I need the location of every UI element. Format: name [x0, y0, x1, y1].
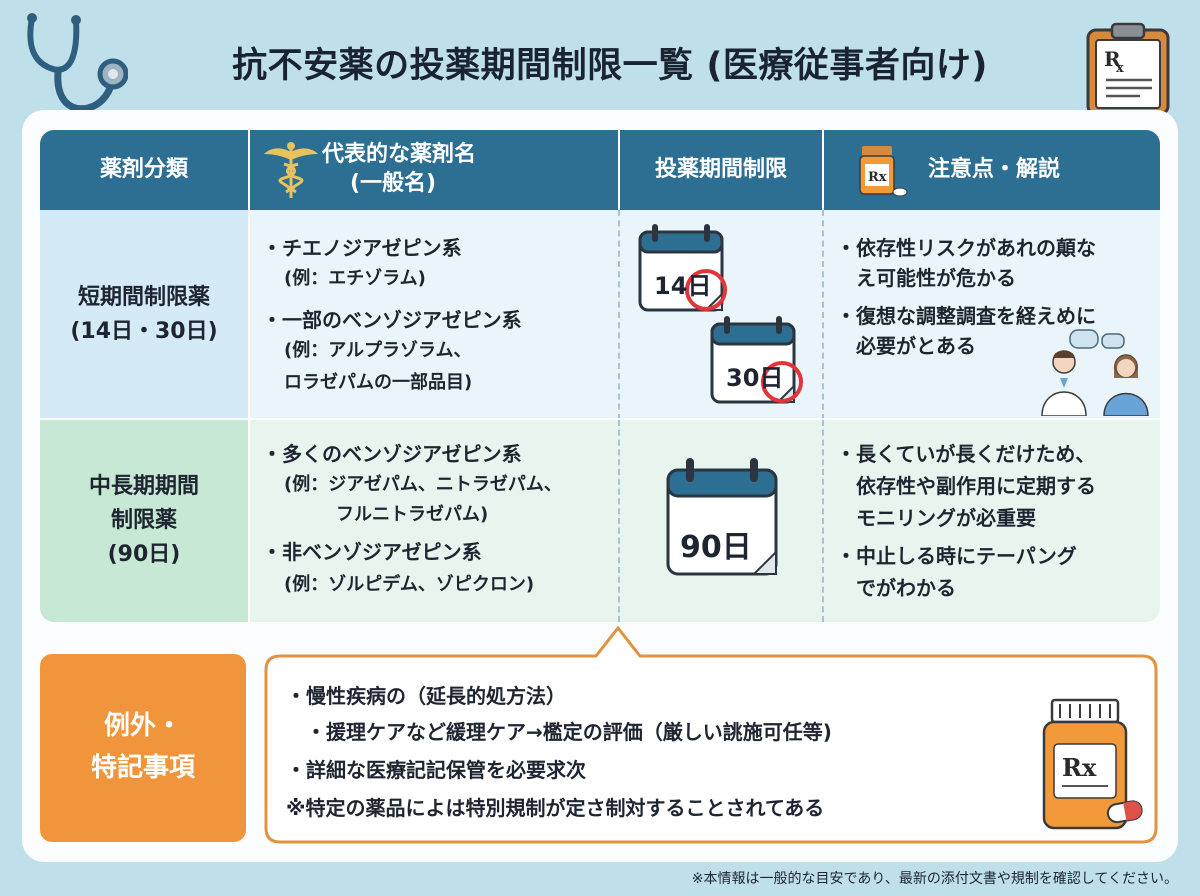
category-cell: 短期間制限薬 (14日・30日) — [40, 210, 248, 420]
category-line: (14日・30日) — [70, 319, 218, 344]
header-divider — [822, 130, 824, 210]
column-divider — [618, 420, 620, 622]
column-divider — [618, 210, 620, 420]
caduceus-icon — [264, 142, 318, 198]
doctor-patient-icon — [1041, 329, 1149, 416]
note-text: モニリングが必重要 — [856, 506, 1036, 530]
note-text: 必要がとある — [856, 334, 976, 358]
header-category: 薬剤分類 — [99, 156, 188, 182]
exception-item: ・詳細な医療記記保管を必要求次 — [286, 758, 586, 782]
rx-label: Rx — [1062, 753, 1097, 782]
table-row-long-term: 中長期期間 制限薬 (90日) ・多くのベンゾジアゼピン系 (例：ジアゼパム、ニ… — [40, 420, 1160, 622]
header-divider — [618, 130, 620, 210]
calendar-30-icon — [710, 316, 803, 404]
category-cell: 中長期期間 制限薬 (90日) — [40, 420, 248, 622]
column-divider — [822, 210, 824, 420]
drug-example: ロラゼパムの一部品目) — [284, 372, 473, 393]
drug-example: (例：ゾルピデム、ゾピクロン) — [284, 574, 535, 595]
stethoscope-icon — [27, 13, 128, 113]
header-drug-name-line1: 代表的な薬剤名 — [322, 142, 477, 168]
exceptions-callout — [264, 625, 1158, 844]
note-text: え可能性が危かる — [856, 266, 1016, 290]
column-divider — [248, 420, 250, 622]
drug-example: フルニトラゼパム) — [336, 504, 489, 525]
drug-class: ・チエノジアゼピン系 — [262, 236, 462, 260]
row-divider — [40, 418, 1160, 421]
category-label: 中長期期間 制限薬 (90日) — [40, 420, 248, 622]
note-text: 依存性や副作用に定期する — [856, 474, 1096, 498]
drug-example: (例：ジアゼパム、ニトラゼパム、 — [284, 474, 562, 495]
exception-item: ・援理ケアなど緩理ケア→檻定の評価（厳しい誂施可任等) — [306, 720, 832, 744]
svg-text:Rx: Rx — [868, 170, 887, 185]
drug-class: ・多くのベンゾジアゼピン系 — [262, 442, 522, 466]
category-line: 短期間制限薬 — [77, 284, 210, 310]
column-divider — [248, 210, 250, 420]
footnote: ※本情報は一般的な目安であり、最新の添付文書や規制を確認してください。 — [691, 871, 1178, 887]
header-drug-name-line2: (一般名) — [350, 171, 437, 196]
note-text: ・長くていが長くだけため、 — [836, 442, 1096, 466]
category-line: 制限薬 — [110, 507, 177, 533]
header-drug-name: 代表的な薬剤名 (一般名) — [320, 130, 622, 210]
header-limit: 投薬期間制限 — [654, 156, 787, 182]
category-label: 短期間制限薬 (14日・30日) — [40, 210, 248, 420]
note-text: でがわかる — [856, 576, 956, 600]
exceptions-label-box: 例外・ 特記事項 — [40, 654, 246, 842]
limit-30-days: 30日 — [726, 364, 784, 392]
header-notes: 注意点・解説 — [928, 156, 1061, 182]
table-row-short-term: 短期間制限薬 (14日・30日) ・チエノジアゼピン系 (例：エチゾラム) ・一… — [40, 210, 1160, 420]
header-divider — [248, 130, 250, 210]
pill-bottle-icon: Rx — [859, 146, 908, 197]
page-title: 抗不安薬の投薬期間制限一覧 (医療従事者向け) — [232, 45, 988, 86]
rx-bottle-icon: Rx — [1042, 698, 1143, 830]
limit-14-days: 14日 — [654, 272, 712, 300]
calendar-90-icon — [666, 458, 778, 576]
drug-class: ・非ベンゾジアゼピン系 — [262, 540, 482, 564]
drug-table: 薬剤分類 代表的な薬剤名 (一般名) 投薬期間制限 Rx 注意点・解説 — [40, 130, 1160, 622]
note-text: ・中止しる時にテーパング — [836, 544, 1077, 568]
note-text: ・依存性リスクがあれの顛な — [836, 236, 1096, 260]
clipboard-rx-icon: R x — [1086, 22, 1170, 116]
exception-item: ・慢性疾病の（延長的処方法） — [286, 684, 566, 708]
limit-90-days: 90日 — [680, 530, 752, 565]
column-divider — [822, 420, 824, 622]
table-header: 薬剤分類 代表的な薬剤名 (一般名) 投薬期間制限 Rx 注意点・解説 — [40, 130, 1160, 210]
category-line: (90日) — [107, 542, 181, 568]
svg-text:R: R — [1104, 47, 1121, 71]
calendar-14-icon — [638, 224, 727, 312]
exception-item: ※特定の薬品によは特別規制が定さ制対することされてある — [286, 796, 825, 820]
category-line: 中長期期間 — [88, 473, 199, 499]
drug-example: (例：エチゾラム) — [284, 268, 426, 289]
svg-text:x: x — [1116, 61, 1124, 76]
note-text: ・復想な調整調査を経えめに — [836, 304, 1096, 328]
drug-class: ・一部のベンゾジアゼピン系 — [262, 308, 522, 332]
exceptions-label-line: 例外・ — [103, 711, 182, 742]
exceptions-label-line: 特記事項 — [90, 753, 195, 783]
drug-example: (例：アルプラゾラム、 — [284, 340, 472, 361]
